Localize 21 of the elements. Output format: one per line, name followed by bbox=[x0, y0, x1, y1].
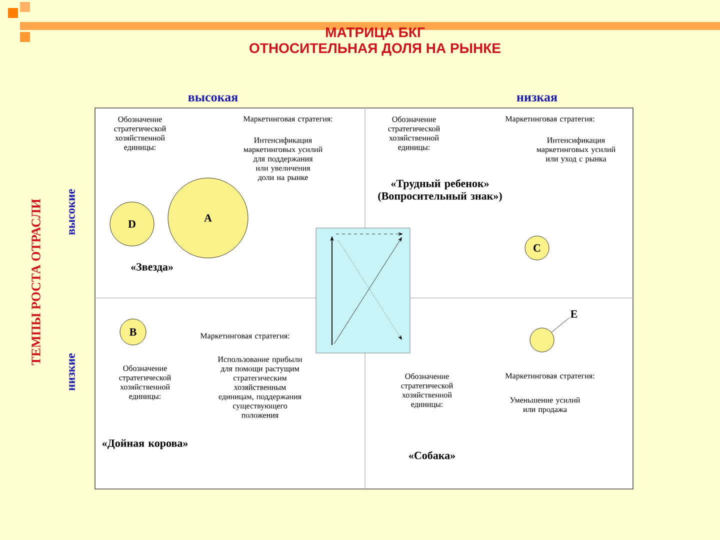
quadrant-name: «Собака» bbox=[409, 451, 455, 460]
axis-title: ТЕМПЫ РОСТА ОТРАСЛИ bbox=[32, 198, 40, 366]
quadrant-text: Обозначение стратегической хозяйственной единицы: bbox=[114, 116, 166, 152]
quadrant-text: Обозначение стратегической хозяйственной единицы: bbox=[119, 365, 171, 400]
quadrant-name: «Дойная корова» bbox=[102, 439, 188, 450]
quadrant-text: Обозначение стратегической хозяйственной единицы: bbox=[401, 373, 453, 408]
axis-label: низкая bbox=[516, 95, 558, 102]
axis-label: высокая bbox=[188, 95, 238, 102]
axis-title: ОТНОСИТЕЛЬНАЯ ДОЛЯ НА РЫНКЕ bbox=[250, 43, 500, 56]
title: МАТРИЦА БКГ bbox=[326, 28, 425, 40]
quadrant-text: Маркетинговая стратегия: bbox=[243, 116, 332, 124]
quadrant-text: Маркетинговая стратегия: bbox=[505, 116, 594, 124]
quadrant-name: «Звезда» bbox=[131, 263, 173, 272]
quadrant-text: Интенсификация маркетинговых усилий или уход с рынка bbox=[536, 137, 616, 164]
quadrant-text: Использование прибыли для помощи растущим стратегическим хозяйственным единицам, поддержания существующего положения bbox=[218, 356, 302, 418]
leader-line bbox=[551, 318, 570, 332]
quadrant-text: Уменьшение усилий или продажа bbox=[510, 397, 580, 414]
unit-label: E bbox=[570, 310, 578, 318]
quadrant-text: Обозначение стратегической хозяйственной единицы: bbox=[388, 116, 440, 152]
quadrant-text: Маркетинговая стратегия: bbox=[200, 333, 290, 340]
unit-circle bbox=[530, 328, 554, 352]
